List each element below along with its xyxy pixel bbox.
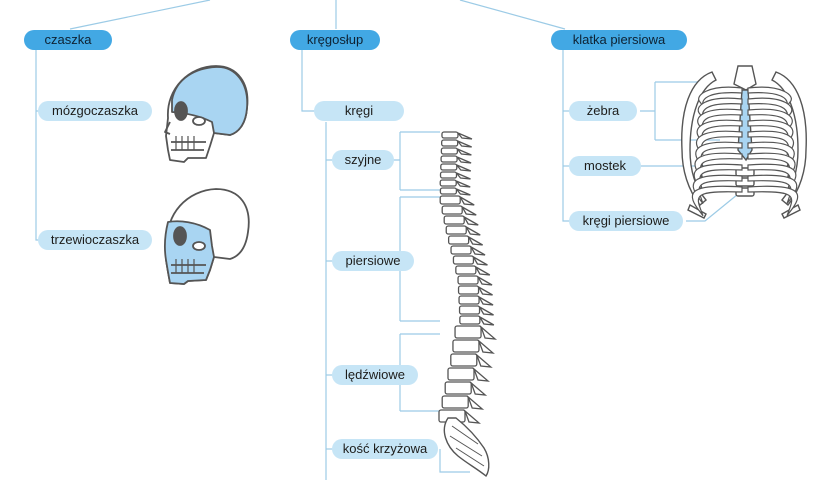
spinous-process-1 <box>457 140 472 148</box>
vertebra-6 <box>439 179 457 187</box>
node-kregi-piersiowe: kręgi piersiowe <box>569 211 683 231</box>
vertebra-13 <box>450 245 472 255</box>
rib-right-8 <box>747 174 798 204</box>
vertebra-5 <box>439 171 458 179</box>
spinous-process-4 <box>456 164 472 172</box>
spinous-process-26 <box>466 394 485 410</box>
vertebra-24 <box>447 367 475 381</box>
spinous-process-25 <box>469 380 488 396</box>
rib-left-9 <box>691 185 743 217</box>
rib-left-8 <box>692 174 743 204</box>
vertebra-21 <box>454 325 482 339</box>
spinous-process-20 <box>478 315 495 326</box>
node-kregoslup: kręgosłup <box>290 30 380 50</box>
spinous-process-23 <box>475 352 493 368</box>
spinous-process-2 <box>456 148 472 156</box>
spinous-process-3 <box>456 156 472 164</box>
spinous-process-19 <box>477 305 494 316</box>
spinous-process-0 <box>457 132 473 140</box>
spinous-process-10 <box>462 215 479 226</box>
spinous-process-13 <box>469 245 486 256</box>
vertebra-26 <box>441 395 469 409</box>
node-czaszka: czaszka <box>24 30 112 50</box>
node-kosc-krzyzowa: kość krzyżowa <box>332 439 438 459</box>
spinous-process-12 <box>466 235 483 246</box>
vertebra-23 <box>450 353 478 367</box>
node-klatka-piersiowa: klatka piersiowa <box>551 30 687 50</box>
spinous-process-24 <box>472 366 490 382</box>
spinous-process-7 <box>455 188 471 196</box>
spinous-process-9 <box>460 205 477 216</box>
node-kregi: kręgi <box>314 101 404 121</box>
spinous-process-21 <box>479 324 498 340</box>
vertebra-1 <box>441 139 459 147</box>
spinous-process-22 <box>477 338 495 354</box>
node-zebra: żebra <box>569 101 637 121</box>
vertebra-8 <box>439 195 461 205</box>
vertebra-14 <box>452 255 475 265</box>
spinous-process-14 <box>471 255 488 266</box>
vertebra-20 <box>459 315 481 325</box>
spinous-process-18 <box>477 295 494 306</box>
vertebra-19 <box>458 305 481 315</box>
rib-right-9 <box>747 185 799 217</box>
spinous-process-15 <box>474 265 491 276</box>
node-mostek: mostek <box>569 156 641 176</box>
spinous-process-11 <box>464 225 481 236</box>
spinous-process-6 <box>455 180 471 188</box>
vertebra-11 <box>445 225 467 235</box>
spinous-process-5 <box>456 172 471 180</box>
vertebra-17 <box>457 285 480 295</box>
vertebra-22 <box>452 339 480 353</box>
vertebra-18 <box>458 295 480 305</box>
vertebra-12 <box>447 235 470 245</box>
vertebra-0 <box>441 131 459 139</box>
vertebra-3 <box>440 155 458 163</box>
spinous-process-27 <box>463 408 481 424</box>
vertebra-4 <box>440 163 458 171</box>
vertebra-16 <box>457 275 479 285</box>
vertebra-7 <box>439 187 458 195</box>
node-mozgoczaszka: mózgoczaszka <box>38 101 152 121</box>
vertebra-25 <box>444 381 472 395</box>
node-szyjne: szyjne <box>332 150 394 170</box>
node-ledzwiowe: lędźwiowe <box>332 365 418 385</box>
spinous-process-16 <box>476 275 493 286</box>
vertebra-15 <box>455 265 477 275</box>
vertebra-2 <box>440 147 459 155</box>
vertebra-10 <box>443 215 465 225</box>
spinous-process-8 <box>458 195 475 206</box>
node-piersiowe: piersiowe <box>332 251 414 271</box>
spinous-process-17 <box>476 285 493 296</box>
vertebra-9 <box>441 205 463 215</box>
node-trzewioczaszka: trzewioczaszka <box>38 230 152 250</box>
